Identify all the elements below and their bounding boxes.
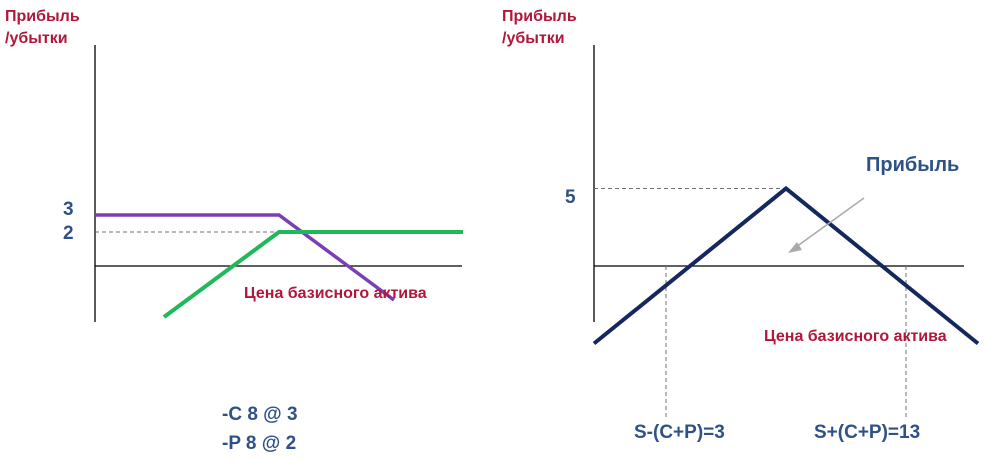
left-chart: Прибыль /убытки 3 2 Цена базисного актив… — [5, 8, 463, 454]
right-ylabel-line1: Прибыль — [502, 8, 577, 25]
annotation-arrow-head — [788, 242, 802, 253]
breakeven-label-low: S-(C+P)=3 — [634, 422, 725, 443]
right-chart: Прибыль /убытки 5 Прибыль Цена базисного… — [502, 8, 980, 443]
left-ylabel-line2: /убытки — [5, 30, 68, 47]
series-short-put — [162, 230, 463, 319]
right-ylabel-line2: /убытки — [502, 30, 565, 47]
series-short-straddle — [592, 185, 980, 346]
annotation-arrow-shaft — [795, 197, 865, 248]
position-note-put: -P 8 @ 2 — [222, 433, 296, 454]
position-note-call: -C 8 @ 3 — [222, 404, 298, 425]
profit-annotation: Прибыль — [866, 154, 959, 176]
left-xlabel: Цена базисного актива — [244, 285, 427, 302]
series-short-call — [95, 213, 396, 302]
right-ytick-5: 5 — [565, 187, 576, 208]
right-xlabel: Цена базисного актива — [764, 328, 947, 345]
left-ylabel-line1: Прибыль — [5, 8, 80, 25]
left-ytick-3: 3 — [63, 199, 74, 220]
breakeven-label-high: S+(C+P)=13 — [814, 422, 920, 443]
left-ytick-2: 2 — [63, 223, 74, 244]
